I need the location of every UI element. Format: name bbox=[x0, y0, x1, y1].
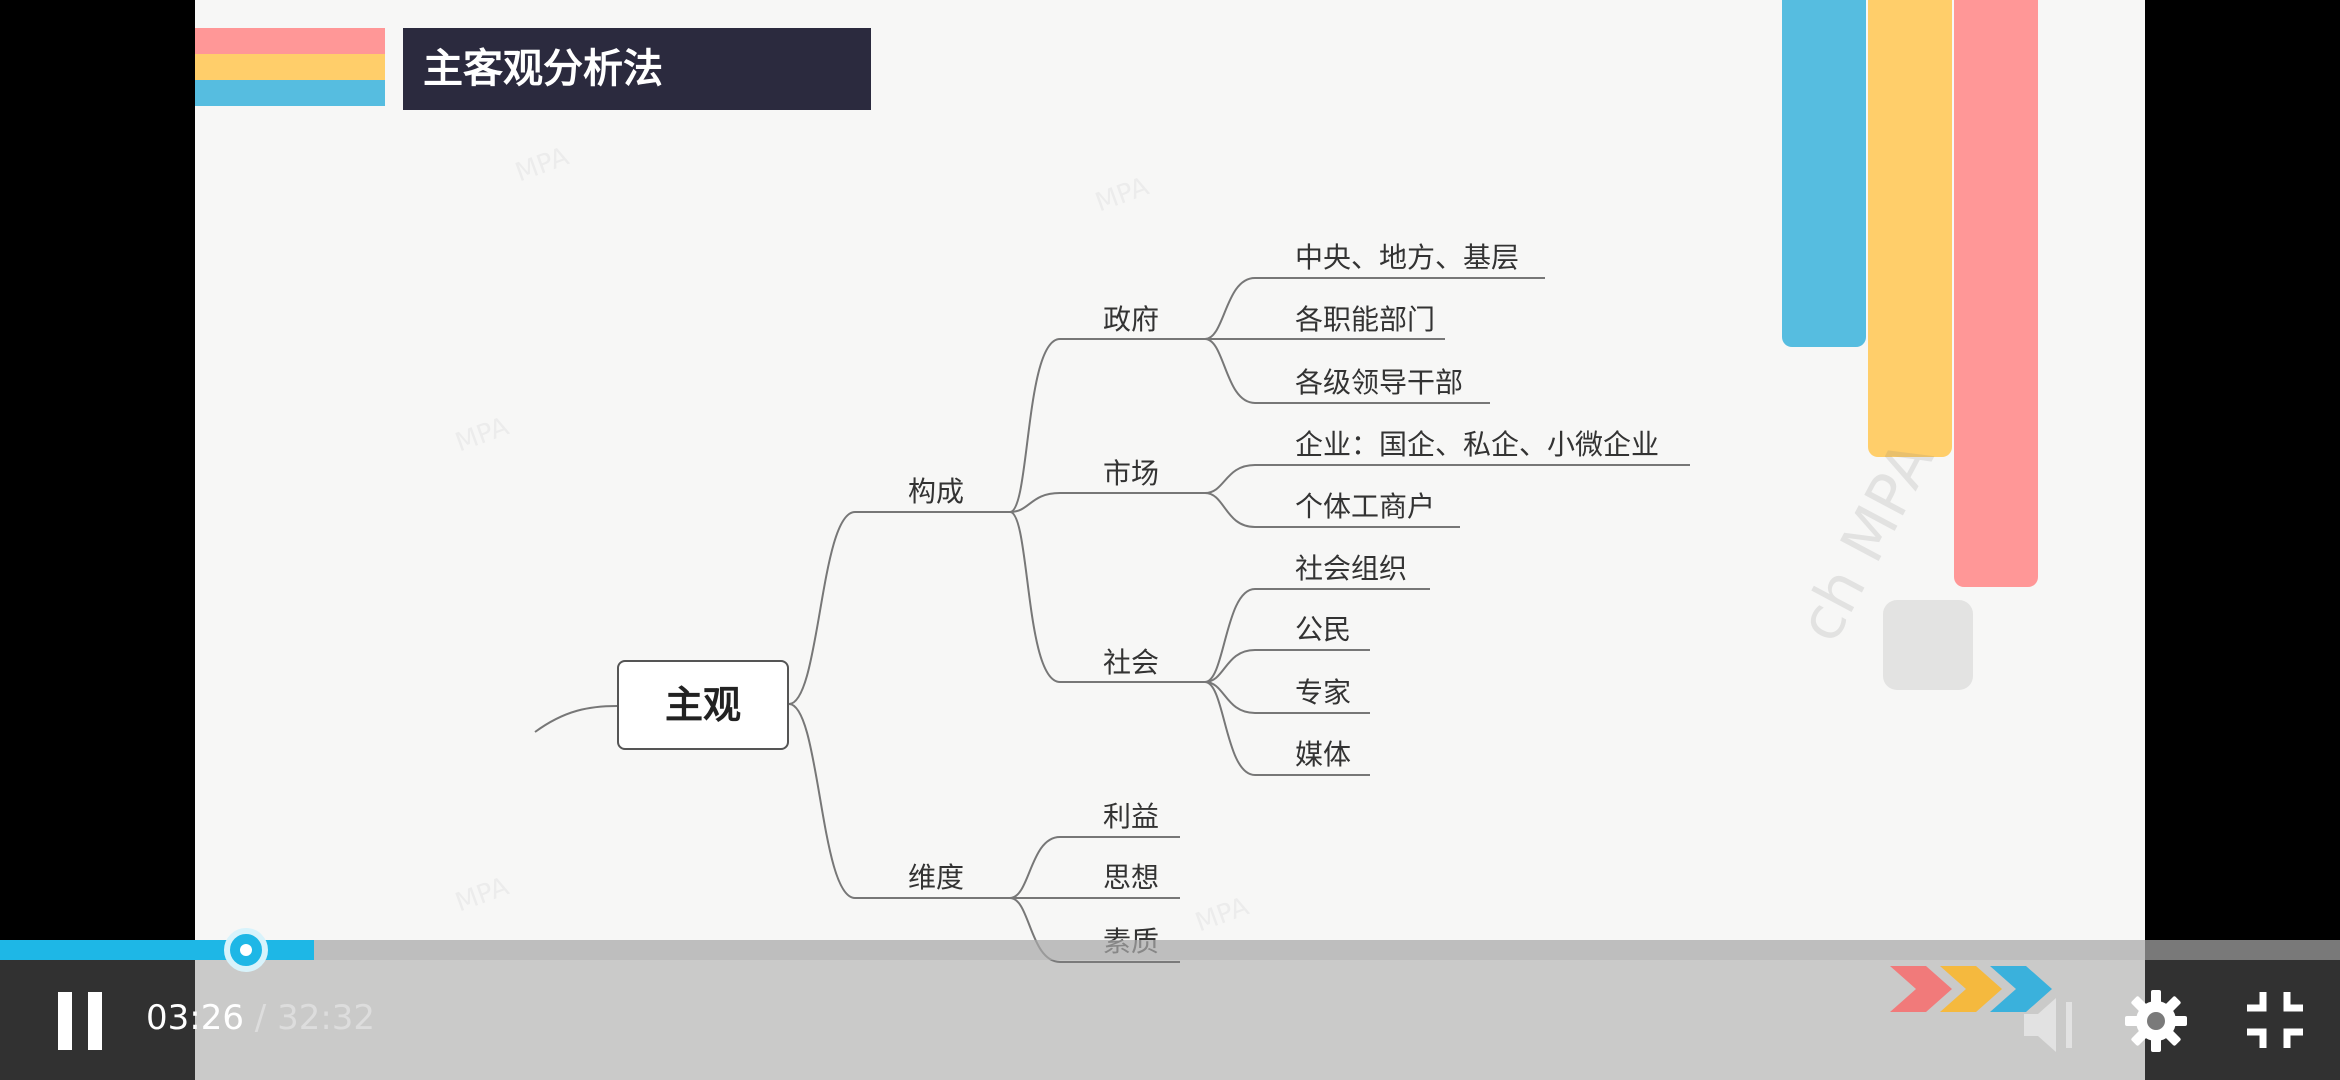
video-frame[interactable]: MPA MPA MPA MPA MPA 主客观分析法 ch MPA bbox=[195, 0, 2145, 1080]
mindmap-leaf: 专家 bbox=[1295, 676, 1352, 709]
exit-fullscreen-icon bbox=[2247, 992, 2303, 1048]
mindmap-leaf: 媒体 bbox=[1295, 738, 1352, 771]
volume-button[interactable] bbox=[2018, 990, 2088, 1060]
mindmap-node: 市场 bbox=[1103, 457, 1160, 490]
seal-icon bbox=[1883, 600, 1973, 690]
mindmap-node: 构成 bbox=[908, 475, 965, 508]
blue-stripe bbox=[195, 80, 385, 106]
mindmap-leaf: 企业：国企、私企、小微企业 bbox=[1295, 428, 1660, 461]
mindmap-leaf: 公民 bbox=[1295, 613, 1352, 646]
time-separator: / bbox=[254, 998, 267, 1038]
mindmap-leaf: 各级领导干部 bbox=[1295, 366, 1464, 399]
mindmap-leaf: 个体工商户 bbox=[1295, 490, 1436, 523]
blue-deco-bar bbox=[1782, 0, 1866, 347]
yellow-deco-bar bbox=[1868, 0, 1952, 457]
exit-fullscreen-button[interactable] bbox=[2245, 990, 2305, 1050]
slide-title-box: 主客观分析法 bbox=[403, 28, 871, 110]
mindmap-node: 维度 bbox=[908, 861, 965, 894]
pause-button[interactable] bbox=[58, 992, 102, 1050]
progress-handle[interactable] bbox=[224, 928, 268, 972]
brand-chevrons-icon bbox=[1890, 966, 2052, 1012]
pause-icon bbox=[88, 992, 102, 1050]
mindmap-node: 利益 bbox=[1103, 800, 1160, 833]
mindmap-leaf: 中央、地方、基层 bbox=[1295, 241, 1520, 274]
pink-deco-bar bbox=[1954, 0, 2038, 587]
slide-title: 主客观分析法 bbox=[423, 46, 663, 92]
mindmap-node: 思想 bbox=[1103, 861, 1160, 894]
mindmap-connectors bbox=[534, 277, 1690, 963]
mindmap-node: 社会 bbox=[1103, 646, 1160, 679]
pink-stripe bbox=[195, 28, 385, 54]
mindmap-leaf: 各职能部门 bbox=[1295, 303, 1436, 336]
pause-icon bbox=[58, 992, 72, 1050]
mindmap-leaf: 社会组织 bbox=[1295, 552, 1408, 585]
settings-button[interactable] bbox=[2123, 988, 2189, 1054]
time-display: 03:26 / 32:32 bbox=[146, 998, 375, 1038]
yellow-stripe bbox=[195, 54, 385, 80]
current-time: 03:26 bbox=[146, 998, 244, 1038]
mindmap-root: 主观 bbox=[617, 660, 789, 750]
progress-bar[interactable] bbox=[0, 940, 2340, 960]
volume-icon bbox=[2024, 998, 2072, 1052]
mindmap-node: 政府 bbox=[1103, 303, 1160, 336]
gear-icon bbox=[2125, 990, 2187, 1052]
total-time: 32:32 bbox=[277, 998, 376, 1038]
